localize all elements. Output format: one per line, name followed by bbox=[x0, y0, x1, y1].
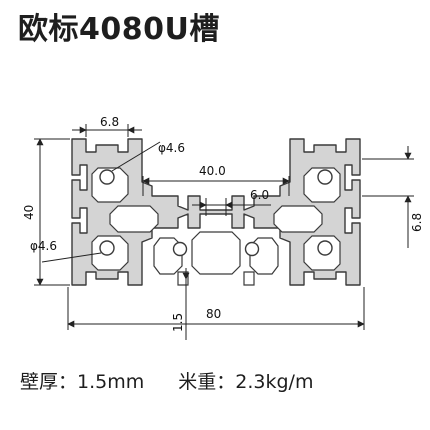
left-middle-cavity bbox=[109, 205, 159, 233]
dim-height: 40 bbox=[22, 205, 36, 220]
hole-bottom-right bbox=[317, 240, 333, 256]
dim-wall-thickness: 1.5 bbox=[171, 313, 185, 332]
dimension-lines bbox=[34, 124, 414, 340]
right-middle-cavity bbox=[273, 205, 323, 233]
dim-width-inner: 40.0 bbox=[199, 164, 226, 178]
spec-line: 壁厚：1.5mm 米重：2.3kg/m bbox=[20, 368, 313, 396]
page-title: 欧标4080U槽 bbox=[18, 12, 220, 47]
spec-wall-label: 壁厚： bbox=[20, 371, 78, 393]
hole-top-right bbox=[317, 169, 333, 185]
hole-bottom-left bbox=[99, 240, 115, 256]
dim-slot-width-top: 6.8 bbox=[100, 115, 119, 129]
dim-width: 80 bbox=[206, 307, 221, 321]
dim-hole-top: φ4.6 bbox=[158, 141, 185, 155]
hole-center-left bbox=[172, 241, 188, 257]
spec-wall-value: 1.5mm bbox=[77, 371, 145, 393]
spec-weight-value: 2.3kg/m bbox=[235, 371, 314, 393]
spec-weight-label: 米重： bbox=[178, 371, 236, 393]
dimension-labels: 6.8 φ4.6 40.0 6.0 40 6.8 φ4.6 1.5 80 bbox=[22, 115, 424, 332]
dim-slot-width-middle: 6.0 bbox=[250, 188, 269, 202]
center-cavity bbox=[191, 231, 241, 275]
profile-cross-section bbox=[71, 138, 361, 286]
profile-outline bbox=[71, 138, 361, 286]
dim-slot-width-right: 6.8 bbox=[410, 213, 424, 232]
hole-top-left bbox=[99, 169, 115, 185]
dim-hole-bottom: φ4.6 bbox=[30, 239, 57, 253]
hole-center-right bbox=[244, 241, 260, 257]
